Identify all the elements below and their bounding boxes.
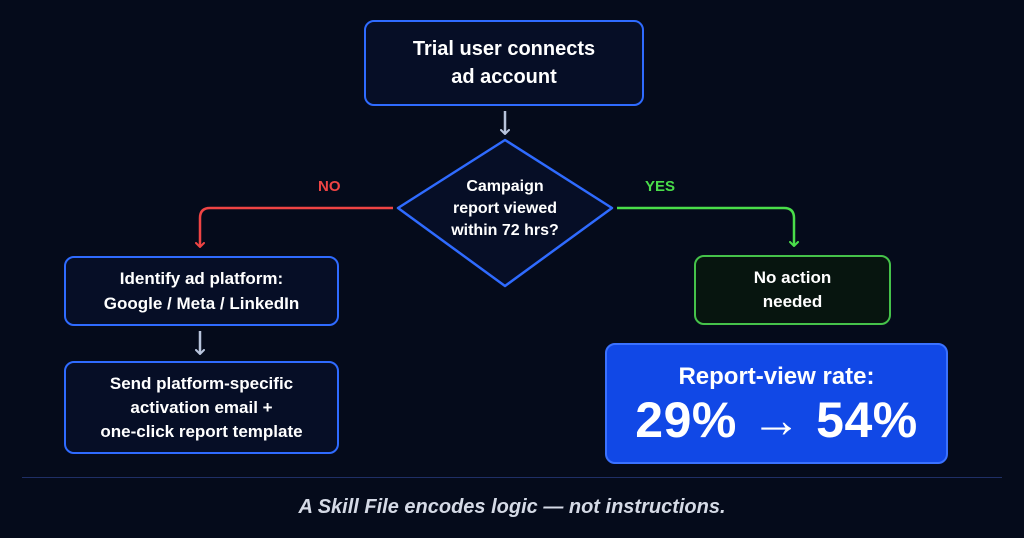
start-node-line-1: Trial user connects xyxy=(412,38,596,60)
no-action-line-1: No action xyxy=(753,268,832,287)
no-branch-label: NO xyxy=(318,178,341,195)
identify-line-1: Identify ad platform: xyxy=(119,269,284,288)
no-action-node: No action needed xyxy=(694,255,891,325)
identify-platform-node: Identify ad platform: Google / Meta / Li… xyxy=(64,256,339,326)
footer-divider xyxy=(22,477,1002,478)
send-line-1: Send platform-specific xyxy=(109,373,294,393)
send-line-3: one-click report template xyxy=(100,421,303,441)
yes-branch-label: YES xyxy=(645,178,676,195)
report-view-rate-value: 29% → 54% xyxy=(635,391,918,448)
send-email-node: Send platform-specific activation email … xyxy=(64,361,339,454)
caption: A Skill File encodes logic — not instruc… xyxy=(298,496,726,518)
send-line-2: activation email + xyxy=(130,397,273,417)
decision-line-3: within 72 hrs? xyxy=(451,222,559,239)
report-view-rate-label: Report-view rate: xyxy=(678,362,875,390)
arrow-yes-branch xyxy=(617,206,799,247)
report-view-rate-card: Report-view rate: 29% → 54% xyxy=(605,343,948,464)
decision-node-label: Campaign report viewed within 72 hrs? xyxy=(420,176,590,242)
decision-line-2: report viewed xyxy=(452,200,558,217)
start-node-line-2: ad account xyxy=(451,66,557,88)
no-action-line-2: needed xyxy=(762,292,823,311)
decision-line-1: Campaign xyxy=(466,178,544,195)
decision-diamond xyxy=(396,138,614,288)
identify-line-2: Google / Meta / LinkedIn xyxy=(103,294,300,313)
arrow-no-branch xyxy=(195,206,393,248)
start-node: Trial user connects ad account xyxy=(364,20,644,106)
